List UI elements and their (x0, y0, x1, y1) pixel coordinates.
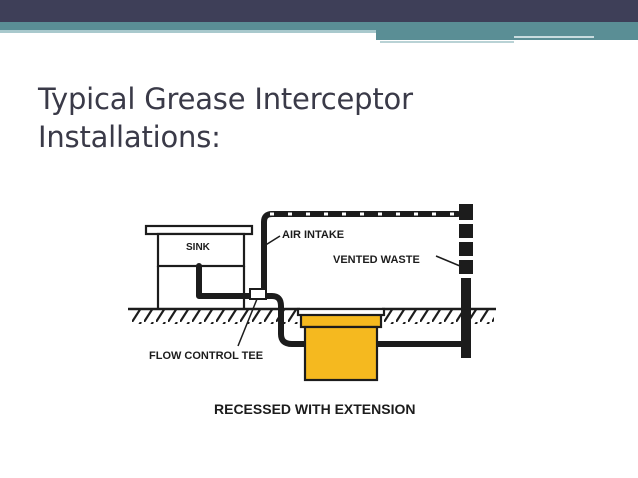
air-intake-label: AIR INTAKE (282, 229, 344, 241)
drain-to-interceptor-pipe (254, 293, 309, 347)
banner-light-stripe (0, 30, 376, 33)
sink-tailpiece-pipe (196, 263, 260, 299)
stack-segment-4 (459, 260, 473, 274)
banner-thin-line (380, 41, 514, 43)
interceptor-tank (303, 325, 379, 382)
banner-thin-line-right (514, 36, 594, 38)
slide-title: Typical Grease Interceptor Installations… (38, 80, 558, 156)
grease-interceptor (296, 307, 386, 382)
sink-label: SINK (186, 242, 211, 253)
slide-title-line-1: Typical Grease Interceptor (38, 82, 413, 116)
slide-title-line-2: Installations: (38, 120, 221, 154)
stack-segment-3 (459, 242, 473, 256)
sink-countertop (144, 224, 254, 236)
banner-teal-band (0, 22, 638, 30)
flow-control-tee-leader (237, 298, 258, 347)
flow-control-tee (249, 288, 267, 300)
vented-waste-leader (435, 255, 461, 267)
vented-waste-stack (459, 204, 473, 358)
interceptor-lid (296, 307, 386, 317)
banner-dark-band (0, 0, 638, 22)
ground-hatching-right (382, 309, 494, 324)
vented-waste-label: VENTED WASTE (333, 254, 420, 266)
stack-segment-1 (459, 204, 473, 220)
stack-segment-2 (459, 224, 473, 238)
diagram-caption: RECESSED WITH EXTENSION (214, 401, 415, 417)
stack-segment-5 (461, 278, 471, 358)
flow-control-tee-label: FLOW CONTROL TEE (149, 350, 263, 362)
air-intake-leader (263, 235, 281, 247)
ground-hatching-left (132, 309, 300, 324)
slide-header-banner (0, 0, 638, 43)
